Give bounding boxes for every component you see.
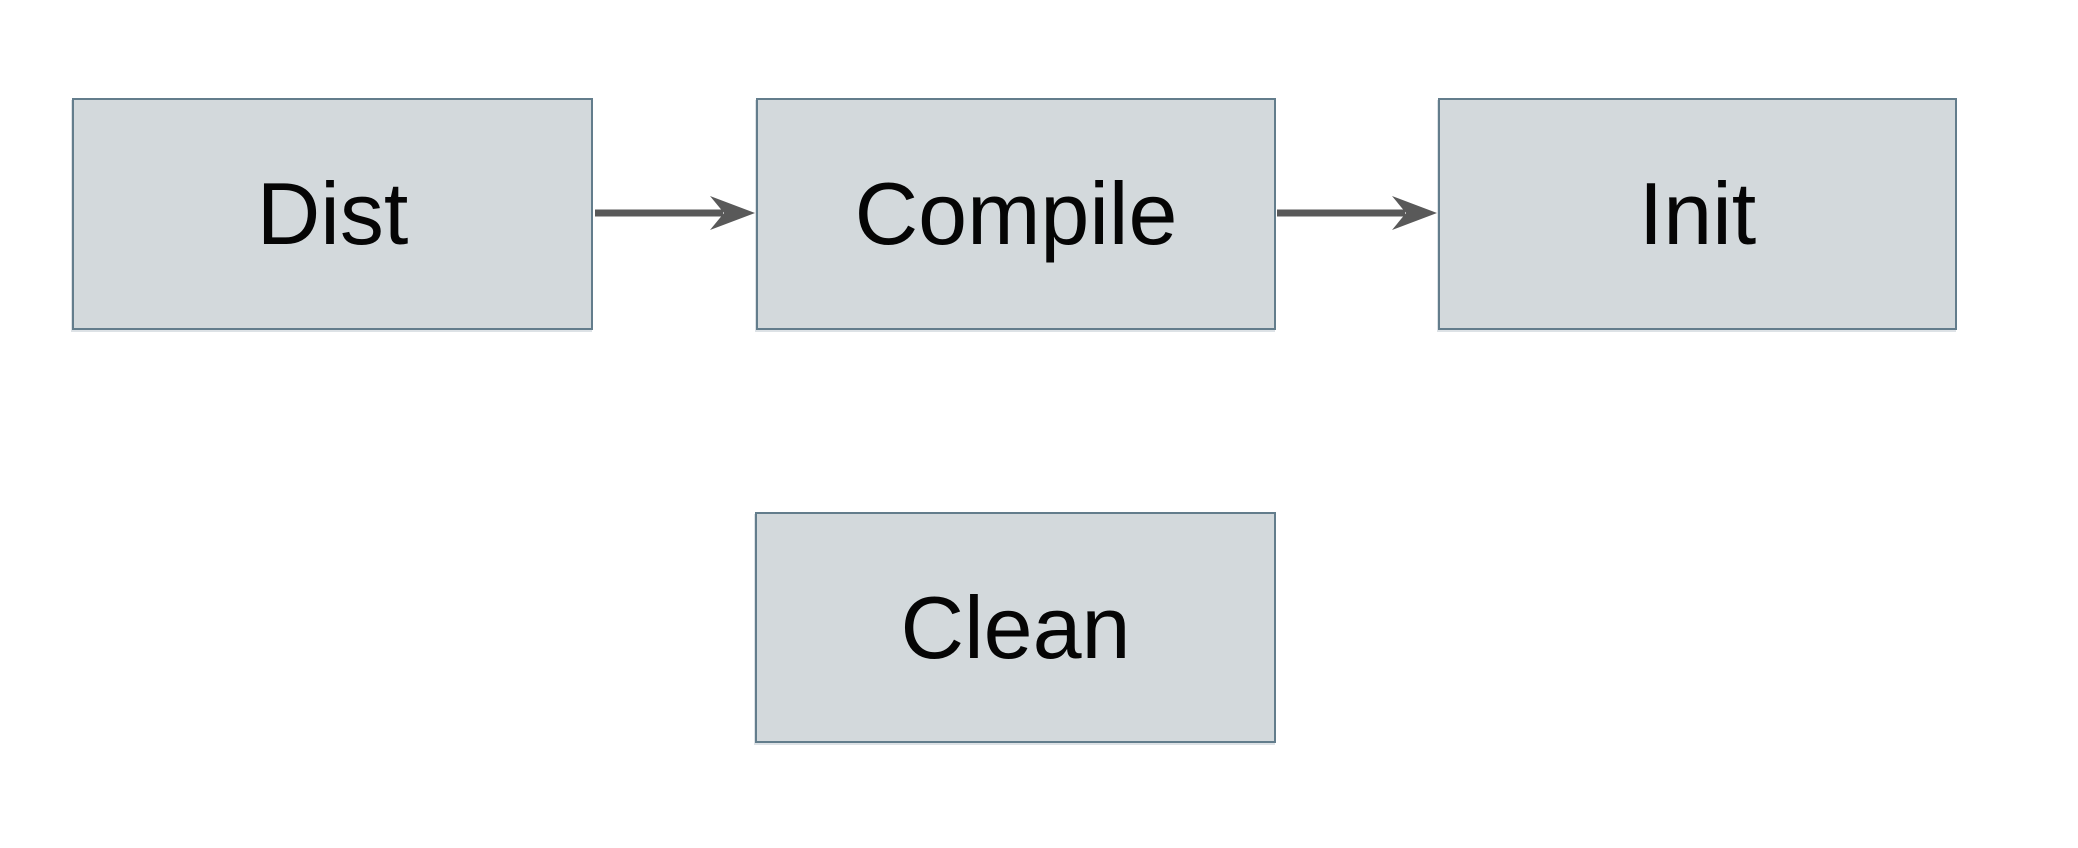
right-arrow-icon bbox=[595, 196, 755, 230]
right-arrow-icon bbox=[1277, 196, 1437, 230]
node-clean: Clean bbox=[755, 512, 1276, 743]
node-compile: Compile bbox=[756, 98, 1276, 330]
connector-arrow-dist-to-compile bbox=[595, 195, 755, 231]
node-compile-label: Compile bbox=[854, 164, 1178, 263]
node-dist-label: Dist bbox=[256, 164, 409, 263]
node-dist: Dist bbox=[72, 98, 593, 330]
node-init-label: Init bbox=[1638, 164, 1757, 263]
connector-arrow-compile-to-init bbox=[1277, 195, 1437, 231]
node-clean-label: Clean bbox=[900, 577, 1131, 677]
node-init: Init bbox=[1438, 98, 1957, 330]
